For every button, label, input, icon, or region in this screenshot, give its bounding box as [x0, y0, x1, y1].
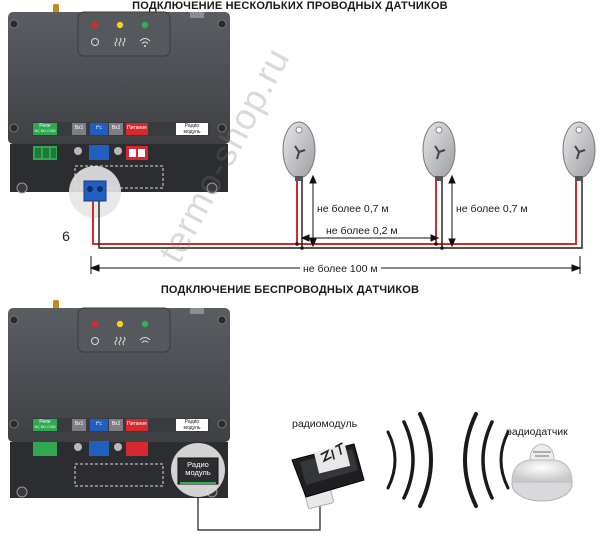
title-wireless: ПОДКЛЮЧЕНИЕ БЕСПРОВОДНЫХ ДАТЧИКОВ — [160, 284, 420, 296]
fan-icon — [294, 145, 306, 160]
terminal-label-in1: Вх1 — [74, 125, 84, 131]
screw-icon — [206, 182, 218, 194]
radio-slot — [177, 457, 219, 485]
dimension-vertical-right: не более 0,7 м — [456, 203, 528, 215]
device-cap — [77, 11, 171, 57]
screw-icon — [217, 315, 227, 325]
screw-icon — [217, 419, 227, 429]
led-green-icon — [141, 320, 149, 328]
sim-slot-icon — [190, 12, 204, 18]
radio-module — [291, 442, 365, 509]
terminal-label-temp: t°c — [96, 421, 102, 427]
fan-icon — [574, 145, 586, 160]
led-red-icon — [91, 21, 99, 29]
power-icon — [91, 38, 99, 46]
wired-sensor-1 — [282, 121, 316, 181]
label-radio-module: радиомодуль — [292, 418, 358, 430]
radio-slot-label: Радио модуль — [185, 460, 211, 477]
terminal-label-radio: Радио модуль — [183, 123, 201, 135]
terminal-label-radio: Радио модуль — [183, 419, 201, 431]
marker-number: 6 — [62, 228, 70, 244]
wifi-icon — [139, 337, 151, 343]
wire-black — [98, 176, 583, 249]
fan-icon — [434, 145, 446, 160]
radio-waves — [386, 412, 510, 508]
terminal-label-in2: Вх2 — [111, 421, 121, 427]
radio-wire — [197, 497, 321, 531]
radio-sensor — [511, 443, 573, 502]
screw-icon — [9, 315, 19, 325]
power-icon — [91, 337, 99, 345]
wire-black-branch — [301, 176, 443, 248]
screw-icon — [9, 419, 19, 429]
device-cap — [77, 307, 171, 353]
screw-icon — [217, 123, 227, 133]
led-yellow-icon — [116, 320, 124, 328]
screw-icon — [9, 123, 19, 133]
heat-icon — [114, 37, 126, 47]
led-green-icon — [141, 21, 149, 29]
dimension-between-sensors: не более 0,2 м — [326, 225, 398, 237]
wire-red-branch — [296, 176, 437, 244]
terminal-label-power: Питание — [127, 421, 147, 427]
terminal-label-in1: Вх1 — [74, 421, 84, 427]
terminal-label-relay-pins: NC NO COM — [34, 425, 56, 429]
controller-wireless — [8, 300, 230, 498]
terminal-label-relay-pins: NC NO COM — [34, 129, 56, 133]
sim-slot-icon — [190, 308, 204, 314]
wire-red — [92, 176, 577, 245]
screw-icon — [16, 486, 28, 498]
wifi-icon — [139, 38, 151, 44]
label-radio-sensor: радиодатчик — [506, 426, 568, 438]
terminal-label-relay: Реле — [39, 419, 51, 425]
led-red-icon — [91, 320, 99, 328]
heat-icon — [114, 336, 126, 346]
controller-wired — [8, 4, 230, 218]
temp-connector — [83, 180, 107, 202]
wired-sensor-2 — [422, 121, 456, 181]
device-body — [8, 308, 230, 442]
dimension-total-length: не более 100 м — [300, 263, 381, 275]
screw-icon — [217, 19, 227, 29]
terminal-label-power: Питание — [127, 125, 147, 131]
vent-icon — [533, 451, 551, 457]
terminal-label-relay: Реле — [39, 123, 51, 129]
screw-icon — [9, 19, 19, 29]
led-yellow-icon — [116, 21, 124, 29]
title-wired: ПОДКЛЮЧЕНИЕ НЕСКОЛЬКИХ ПРОВОДНЫХ ДАТЧИКО… — [132, 0, 448, 12]
wiring — [92, 176, 583, 250]
screw-icon — [16, 182, 28, 194]
terminal-label-temp: t°c — [96, 125, 102, 131]
wired-sensor-3 — [562, 121, 596, 181]
device-body — [8, 12, 230, 144]
terminal-label-in2: Вх2 — [111, 125, 121, 131]
dimension-vertical-left: не более 0,7 м — [317, 203, 389, 215]
